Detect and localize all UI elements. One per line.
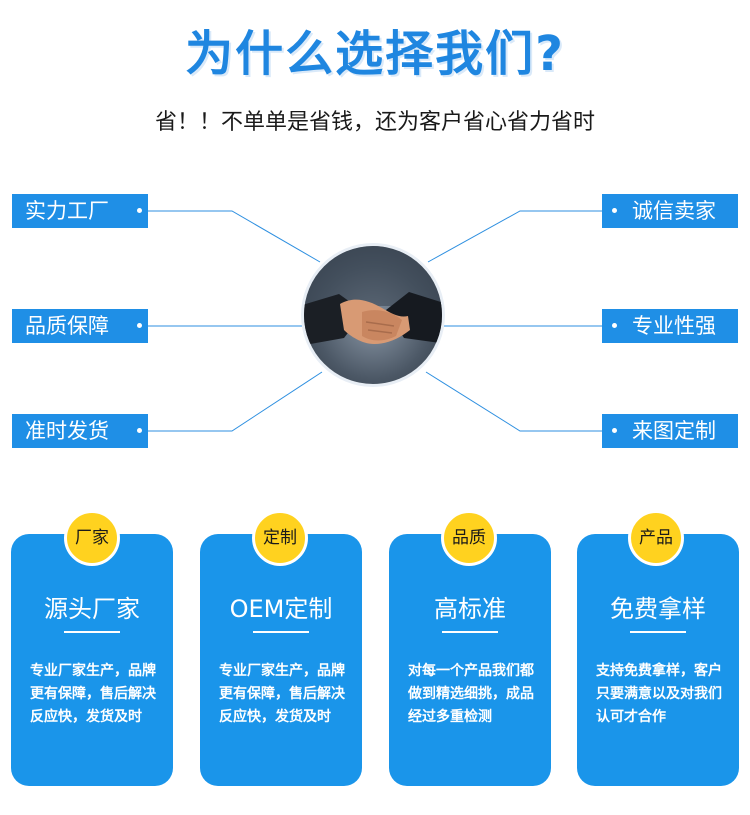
connector-line-left-1 (148, 210, 321, 263)
page-subtitle: 省！！不单单是省钱，还为客户省心省力省时 (154, 110, 595, 135)
connector-line-right-1 (427, 210, 602, 263)
connector-line-right-3 (425, 371, 602, 432)
card-divider (630, 631, 686, 633)
feature-label: 专业性强 (632, 314, 716, 338)
feature-label: 诚信卖家 (632, 199, 716, 223)
card-title: 源头厂家 (44, 595, 140, 623)
card-description: 专业厂家生产，品牌更有保障，售后解决反应快，发货及时 (219, 663, 345, 725)
card-badge: 厂家 (64, 510, 120, 566)
card-badge: 定制 (252, 510, 308, 566)
dot-icon (137, 428, 142, 433)
card-title: 高标准 (434, 595, 506, 623)
connector-line-left-3 (148, 371, 323, 432)
feature-tag-right-1: 诚信卖家 (602, 194, 738, 228)
dot-icon (612, 208, 617, 213)
card-title: OEM定制 (229, 595, 333, 623)
card-description: 支持免费拿样，客户只要满意以及对我们认可才合作 (596, 663, 722, 725)
feature-tag-right-3: 来图定制 (602, 414, 738, 448)
feature-tag-left-2: 品质保障 (12, 309, 148, 343)
card-description: 对每一个产品我们都做到精选细挑，成品经过多重检测 (408, 663, 534, 725)
feature-label: 实力工厂 (25, 199, 109, 223)
dot-icon (612, 323, 617, 328)
feature-label: 来图定制 (632, 419, 716, 443)
card-badge: 产品 (628, 510, 684, 566)
dot-icon (137, 208, 142, 213)
card-free-sample: 免费拿样 支持免费拿样，客户只要满意以及对我们认可才合作 (577, 534, 739, 786)
feature-tag-right-2: 专业性强 (602, 309, 738, 343)
card-high-standard: 高标准 对每一个产品我们都做到精选细挑，成品经过多重检测 (389, 534, 551, 786)
card-divider (442, 631, 498, 633)
handshake-icon (304, 246, 442, 346)
feature-label: 品质保障 (25, 314, 109, 338)
dot-icon (612, 428, 617, 433)
page-title: 为什么选择我们? (185, 26, 565, 82)
card-title: 免费拿样 (610, 595, 706, 623)
card-badge: 品质 (441, 510, 497, 566)
connector-lines (148, 210, 602, 432)
card-source-factory: 源头厂家 专业厂家生产，品牌更有保障，售后解决反应快，发货及时 (11, 534, 173, 786)
feature-label: 准时发货 (25, 419, 109, 443)
card-description: 专业厂家生产，品牌更有保障，售后解决反应快，发货及时 (30, 663, 156, 725)
card-oem: OEM定制 专业厂家生产，品牌更有保障，售后解决反应快，发货及时 (200, 534, 362, 786)
card-divider (253, 631, 309, 633)
feature-tag-left-1: 实力工厂 (12, 194, 148, 228)
handshake-photo (304, 246, 442, 384)
card-divider (64, 631, 120, 633)
dot-icon (137, 323, 142, 328)
feature-tag-left-3: 准时发货 (12, 414, 148, 448)
